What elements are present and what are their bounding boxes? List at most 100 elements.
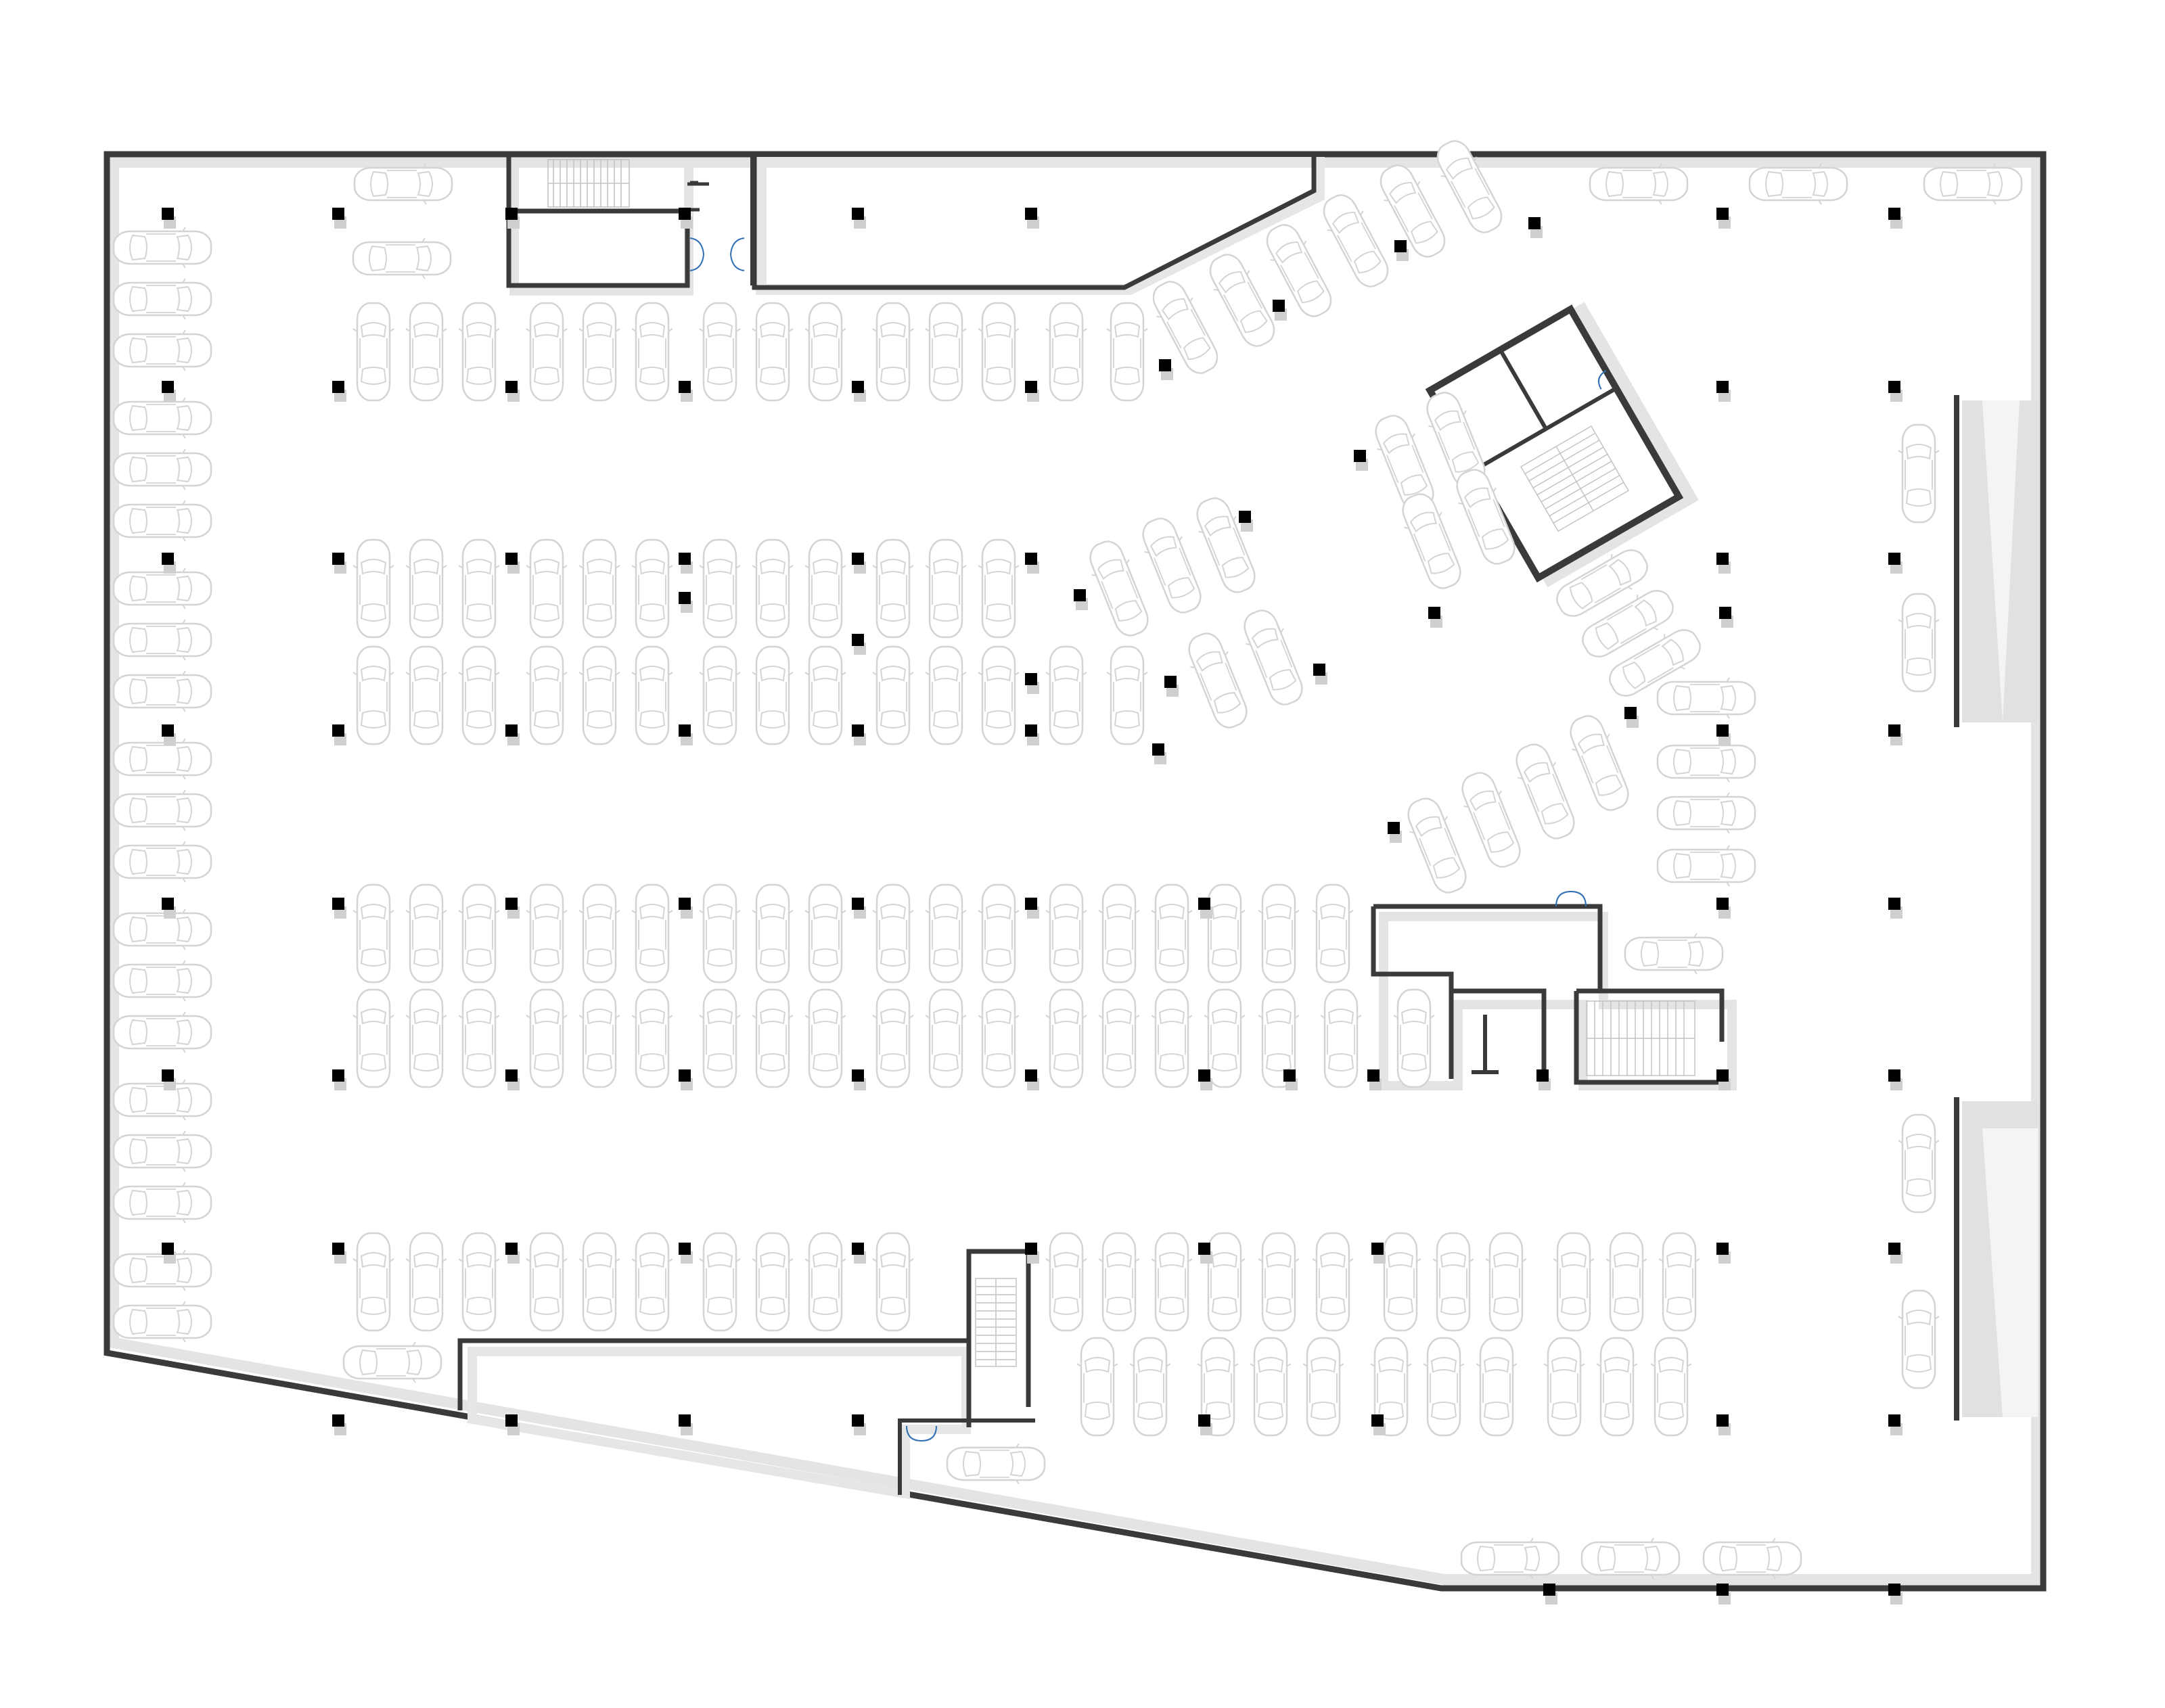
- car-icon: [352, 988, 395, 1088]
- car-icon: [1187, 491, 1264, 599]
- column-icon: [1164, 676, 1179, 697]
- column-icon: [679, 1243, 693, 1264]
- car-icon: [1552, 1232, 1595, 1332]
- column-icon: [1273, 300, 1287, 321]
- car-icon: [1543, 1337, 1586, 1437]
- stair-core-south: [457, 1249, 1035, 1500]
- car-icon: [1097, 1232, 1141, 1332]
- car-icon: [1750, 164, 1847, 204]
- car-icon: [1658, 741, 1755, 782]
- car-icon: [804, 883, 847, 984]
- column-icon: [505, 1243, 520, 1264]
- car-icon: [631, 883, 674, 984]
- door-icon: [906, 1425, 937, 1441]
- column-icon: [679, 898, 693, 919]
- car-icon: [924, 883, 967, 984]
- car-icon: [114, 398, 211, 438]
- car-icon: [114, 620, 211, 660]
- car-icon: [1235, 603, 1312, 712]
- car-icon: [114, 568, 211, 609]
- column-icon: [1025, 1243, 1039, 1264]
- car-icon: [114, 790, 211, 831]
- car-icon: [631, 645, 674, 745]
- car-icon: [525, 988, 568, 1088]
- column-icon: [679, 592, 693, 613]
- column-icon: [1428, 607, 1442, 628]
- column-icon: [1543, 1584, 1557, 1605]
- column-icon: [1528, 217, 1543, 238]
- car-icon: [1045, 883, 1088, 984]
- car-icon: [405, 988, 448, 1088]
- column-icon: [1388, 822, 1402, 843]
- car-icon: [1658, 793, 1755, 833]
- car-icon: [871, 988, 915, 1088]
- car-icon: [751, 302, 794, 402]
- car-icon: [977, 538, 1020, 639]
- column-icon: [1716, 1584, 1731, 1605]
- column-icon: [1888, 1069, 1902, 1090]
- column-icon: [852, 724, 866, 745]
- column-icon: [1025, 208, 1039, 229]
- car-icon: [114, 961, 211, 1001]
- car-icon: [525, 645, 568, 745]
- car-icon: [631, 1232, 674, 1332]
- column-icon: [162, 553, 176, 574]
- car-icon: [1704, 1538, 1801, 1579]
- car-icon: [405, 883, 448, 984]
- column-icon: [162, 381, 176, 402]
- ramp-east-upper: [1954, 395, 2038, 727]
- car-icon: [804, 1232, 847, 1332]
- car-icon: [344, 1342, 441, 1383]
- column-icon: [162, 1069, 176, 1090]
- car-icon: [114, 1301, 211, 1342]
- car-icon: [751, 538, 794, 639]
- car-icon: [1658, 1232, 1701, 1332]
- car-icon: [352, 1232, 395, 1332]
- car-icon: [1422, 1337, 1465, 1437]
- car-icon: [1311, 883, 1354, 984]
- column-icon: [1025, 553, 1039, 574]
- car-icon: [947, 1444, 1045, 1484]
- column-icon: [332, 724, 346, 745]
- column-icon: [162, 898, 176, 919]
- car-icon: [1106, 302, 1149, 402]
- car-icon: [1200, 247, 1284, 354]
- car-icon: [578, 538, 621, 639]
- column-icon: [1888, 724, 1902, 745]
- car-icon: [1461, 1538, 1559, 1579]
- car-icon: [1249, 1337, 1292, 1437]
- stair-icon: [1520, 425, 1629, 532]
- column-icon: [1354, 450, 1368, 471]
- column-icon: [679, 553, 693, 574]
- column-icon: [1888, 898, 1902, 919]
- car-icon: [924, 645, 967, 745]
- car-icon: [578, 302, 621, 402]
- car-icon: [1392, 988, 1436, 1088]
- door-icon: [689, 237, 745, 271]
- car-icon: [1432, 1232, 1475, 1332]
- car-icon: [1045, 645, 1088, 745]
- car-icon: [1484, 1232, 1528, 1332]
- column-icon: [852, 634, 866, 655]
- column-icon: [1888, 1584, 1902, 1605]
- car-icon: [751, 883, 794, 984]
- column-icon: [162, 1243, 176, 1264]
- car-icon: [1475, 1337, 1518, 1437]
- column-icon: [1719, 607, 1733, 628]
- car-icon: [405, 302, 448, 402]
- car-icon: [114, 1080, 211, 1120]
- stair-core-north: [506, 157, 754, 296]
- column-icon: [332, 553, 346, 574]
- column-icon: [1888, 1243, 1902, 1264]
- car-icon: [1595, 1337, 1639, 1437]
- car-icon: [1649, 1337, 1693, 1437]
- column-icon: [505, 898, 520, 919]
- column-icon: [1624, 707, 1639, 728]
- car-icon: [352, 883, 395, 984]
- column-icon: [1025, 381, 1039, 402]
- car-icon: [525, 302, 568, 402]
- column-icon: [1888, 208, 1902, 229]
- column-icon: [1888, 381, 1902, 402]
- column-icon: [505, 1069, 520, 1090]
